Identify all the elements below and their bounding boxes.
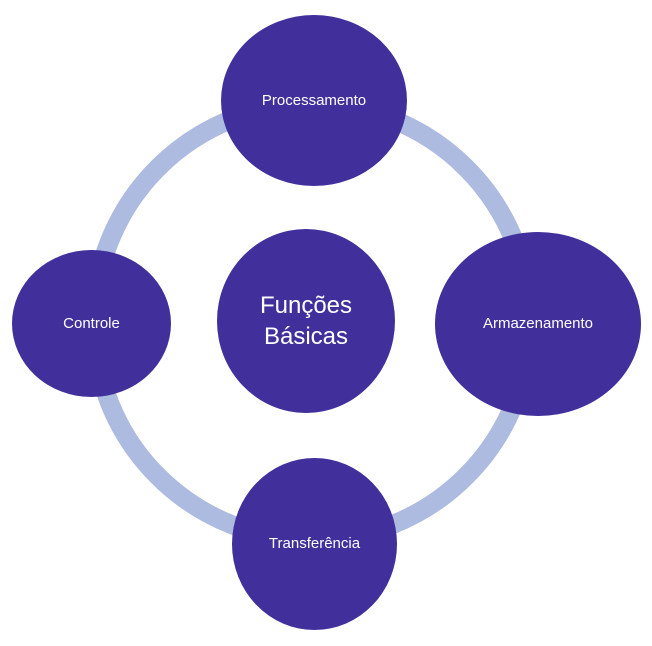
node-label-armazenamento: Armazenamento: [482, 315, 594, 332]
node-transferencia: Transferência: [232, 458, 397, 630]
node-controle: Controle: [12, 250, 171, 397]
node-label-processamento: Processamento: [261, 91, 367, 109]
center-node-label: Funções Básicas: [259, 291, 353, 350]
node-armazenamento: Armazenamento: [435, 232, 641, 416]
node-label-transferencia: Transferência: [268, 535, 361, 552]
node-processamento: Processamento: [221, 15, 407, 186]
node-label-controle: Controle: [63, 314, 120, 332]
center-node-funcoes-basicas: Funções Básicas: [217, 229, 395, 413]
